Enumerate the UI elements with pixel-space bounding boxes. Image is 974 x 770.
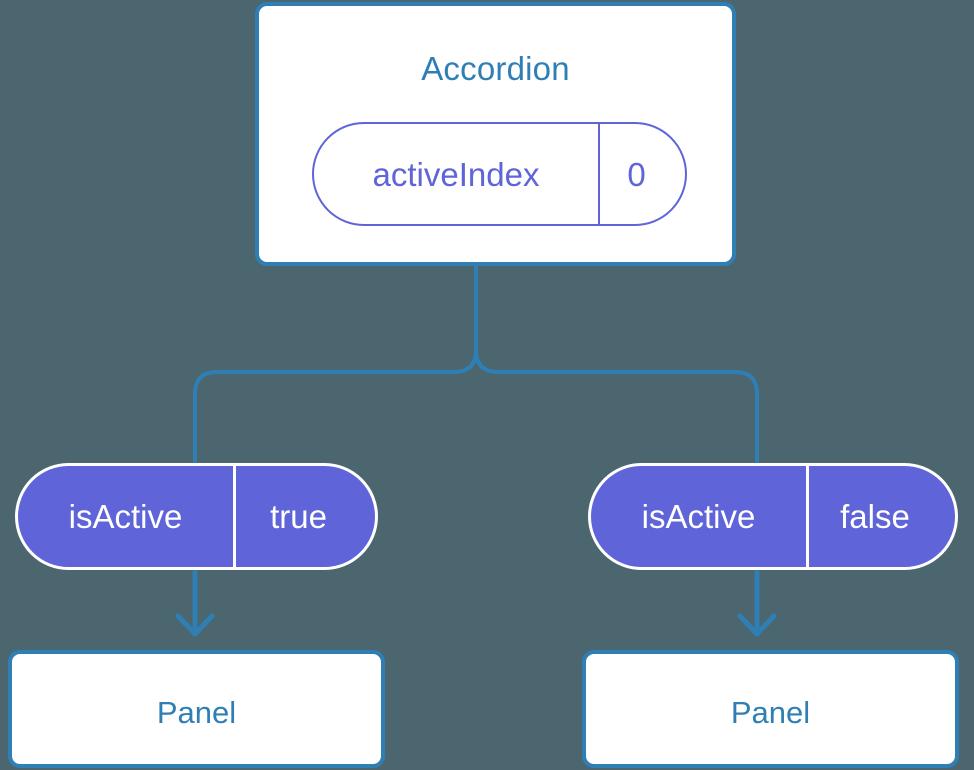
accordion-component-card[interactable]: Accordion activeIndex 0	[255, 2, 736, 266]
connector-tree-split-left	[193, 348, 478, 465]
left-props-pill[interactable]: isActive true	[15, 463, 378, 570]
accordion-title: Accordion	[421, 50, 570, 87]
right-props-pill-value: false	[840, 498, 910, 535]
accordion-state-pill[interactable]: activeIndex 0	[312, 122, 687, 226]
state-pill-key: activeIndex	[314, 124, 600, 224]
right-props-pill-key: isActive	[591, 466, 809, 567]
right-props-pill[interactable]: isActive false	[588, 463, 958, 570]
arrow-left-head-icon	[175, 613, 215, 637]
state-pill-value: 0	[627, 155, 646, 193]
left-panel-card[interactable]: Panel	[8, 650, 385, 768]
left-props-pill-key: isActive	[18, 466, 236, 567]
connector-tree-split	[474, 264, 759, 465]
left-props-pill-value: true	[270, 498, 327, 535]
arrow-right-head-icon	[737, 613, 777, 637]
right-panel-card[interactable]: Panel	[582, 650, 959, 768]
left-panel-title: Panel	[156, 695, 237, 730]
right-panel-title: Panel	[730, 695, 811, 730]
